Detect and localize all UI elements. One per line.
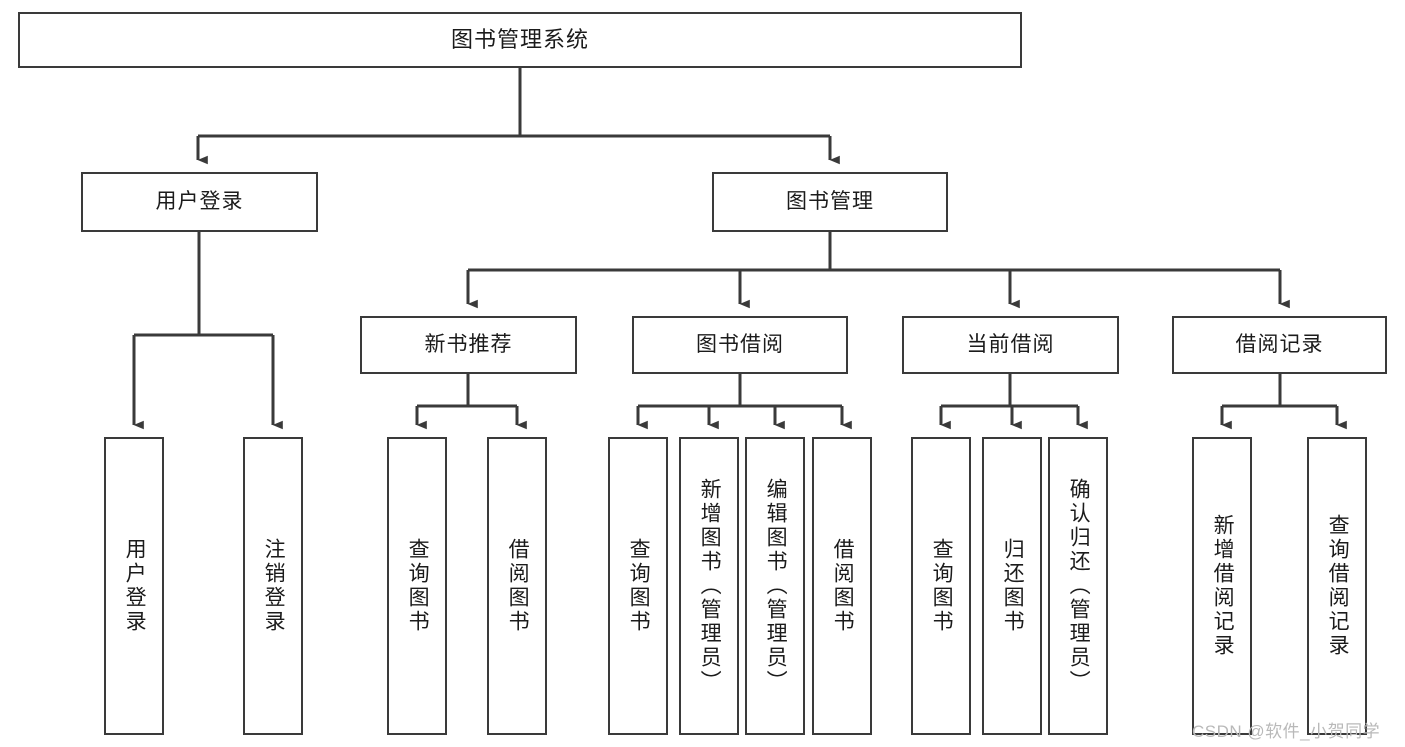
node-leaf-book-edit-label: 编辑图书（管理员） [764,478,788,694]
node-leaf-record-query-label: 查询借阅记录 [1326,514,1350,658]
node-leaf-cur-confirm-return-label: 确认归还（管理员） [1067,478,1091,694]
node-book-borrow-label: 图书借阅 [696,332,784,356]
node-leaf-book-edit[interactable]: 编辑图书（管理员） [745,437,805,735]
node-book-manage[interactable]: 图书管理 [712,172,948,232]
node-leaf-book-add[interactable]: 新增图书（管理员） [679,437,739,735]
node-user-login-label: 用户登录 [155,189,244,213]
node-borrow-record[interactable]: 借阅记录 [1172,316,1387,374]
node-current-borrow[interactable]: 当前借阅 [902,316,1119,374]
csdn-watermark: CSDN @软件_小贺同学 [1192,722,1381,741]
node-new-book-rec-label: 新书推荐 [424,332,513,356]
node-leaf-rec-borrow-book[interactable]: 借阅图书 [487,437,547,735]
node-leaf-user-login-label: 用户登录 [123,538,147,634]
node-leaf-cur-query-book-label: 查询图书 [930,538,954,634]
node-book-manage-label: 图书管理 [786,189,874,213]
node-borrow-record-label: 借阅记录 [1235,332,1324,356]
node-leaf-user-login[interactable]: 用户登录 [104,437,164,735]
node-leaf-book-borrow-label: 借阅图书 [831,538,855,634]
node-leaf-logout-label: 注销登录 [262,538,286,634]
node-leaf-book-borrow[interactable]: 借阅图书 [812,437,872,735]
node-user-login[interactable]: 用户登录 [81,172,318,232]
node-root-label: 图书管理系统 [450,27,589,53]
node-leaf-borrow-query-book-label: 查询图书 [627,538,651,634]
node-leaf-record-add[interactable]: 新增借阅记录 [1192,437,1252,735]
node-current-borrow-label: 当前借阅 [966,332,1055,356]
node-leaf-cur-query-book[interactable]: 查询图书 [911,437,971,735]
node-leaf-record-add-label: 新增借阅记录 [1211,514,1235,658]
node-leaf-record-query[interactable]: 查询借阅记录 [1307,437,1367,735]
node-new-book-rec[interactable]: 新书推荐 [360,316,577,374]
node-leaf-rec-query-book[interactable]: 查询图书 [387,437,447,735]
node-leaf-cur-return-book[interactable]: 归还图书 [982,437,1042,735]
node-book-borrow[interactable]: 图书借阅 [632,316,848,374]
node-root-system[interactable]: 图书管理系统 [18,12,1022,68]
node-leaf-cur-return-book-label: 归还图书 [1001,538,1025,634]
node-leaf-logout[interactable]: 注销登录 [243,437,303,735]
node-leaf-rec-borrow-book-label: 借阅图书 [506,538,530,634]
node-leaf-cur-confirm-return[interactable]: 确认归还（管理员） [1048,437,1108,735]
node-leaf-rec-query-book-label: 查询图书 [406,538,430,634]
node-leaf-book-add-label: 新增图书（管理员） [698,478,722,694]
node-leaf-borrow-query-book[interactable]: 查询图书 [608,437,668,735]
